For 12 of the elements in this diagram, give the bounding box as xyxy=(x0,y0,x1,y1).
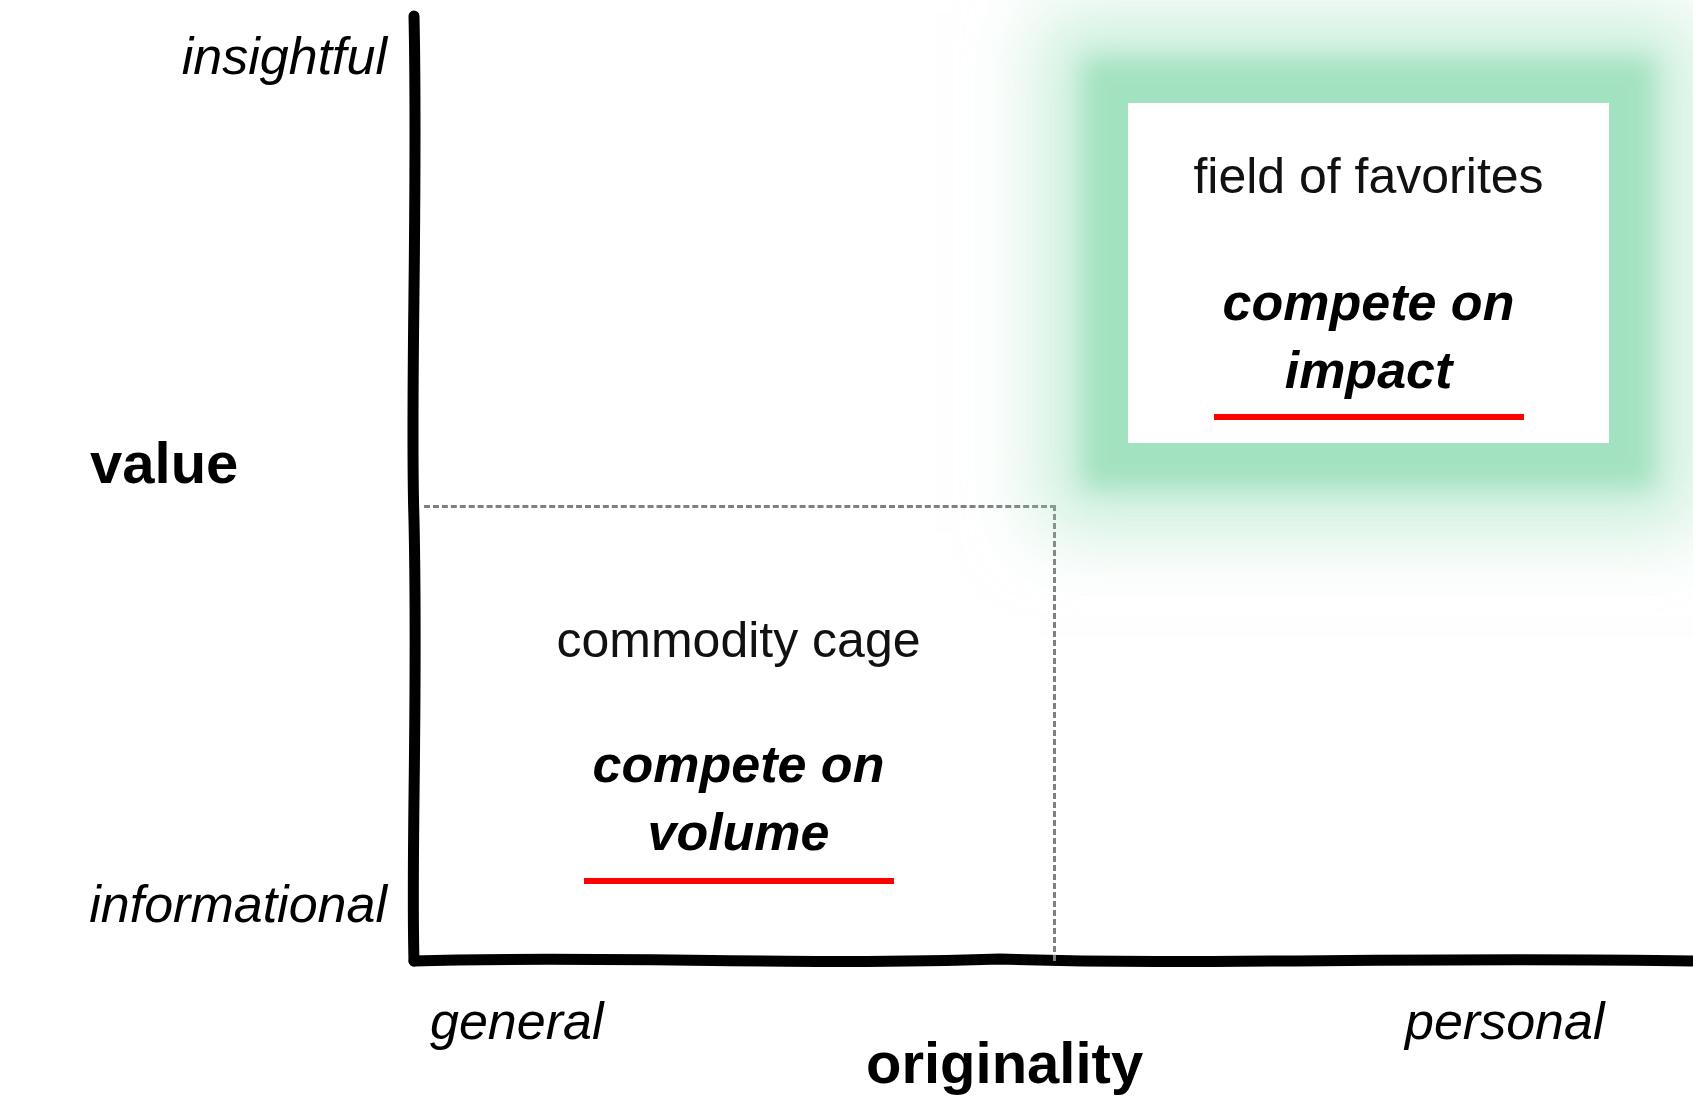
region-title: commodity cage xyxy=(556,611,921,670)
axis-end-label: informational xyxy=(89,874,387,935)
highlighted-region xyxy=(1128,103,1609,443)
region-title: field of favorites xyxy=(1193,147,1544,206)
axis-title: value xyxy=(90,429,239,497)
axis-end-label: insightful xyxy=(181,26,387,87)
axis-end-label: personal xyxy=(1405,991,1605,1052)
region-motto: compete on impact xyxy=(1221,272,1516,401)
dashed-region xyxy=(424,505,1056,961)
axis-end-label: general xyxy=(430,991,604,1052)
region-motto: compete on volume xyxy=(591,734,886,863)
axis-title: originality xyxy=(866,1029,1144,1097)
